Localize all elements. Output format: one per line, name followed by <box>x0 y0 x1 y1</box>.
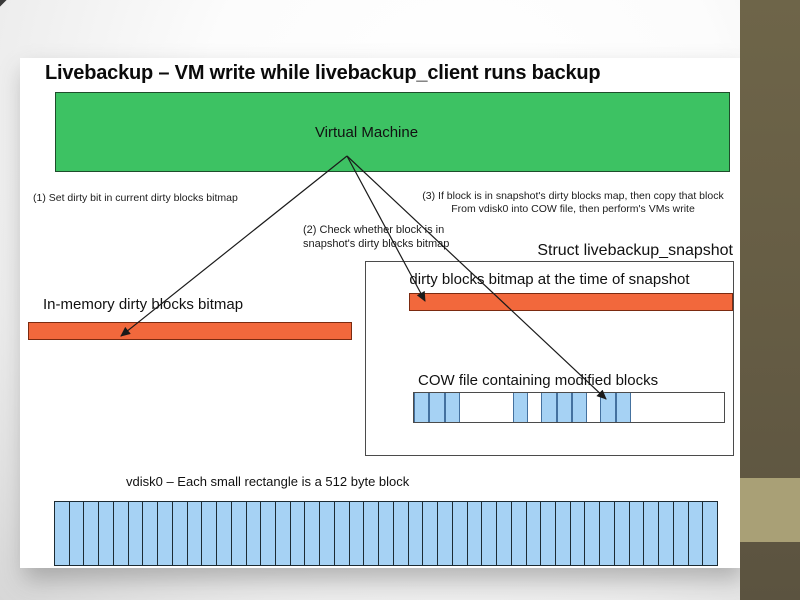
vdisk-block-filled <box>703 502 718 565</box>
cow-block-empty <box>528 393 541 422</box>
cow-block-filled <box>556 393 572 422</box>
vdisk-block-filled <box>629 502 645 565</box>
cow-block-empty <box>658 393 671 422</box>
vdisk-block-filled <box>688 502 704 565</box>
vdisk-block-filled <box>143 502 159 565</box>
cow-block-filled <box>512 393 529 422</box>
right-side-band-accent <box>740 478 800 542</box>
cow-block-empty <box>644 393 657 422</box>
inmemory-bitmap-label: In-memory dirty blocks bitmap <box>43 296 244 313</box>
vdisk-block-filled <box>128 502 144 565</box>
vdisk-block-filled <box>438 502 453 565</box>
cow-block-filled <box>414 393 430 422</box>
cow-block-filled <box>571 393 588 422</box>
vdisk-block-filled <box>497 502 512 565</box>
snapshot-struct-title: Struct livebackup_snapshot <box>537 242 733 259</box>
cow-block-empty <box>500 393 513 422</box>
cow-block-empty <box>460 393 473 422</box>
cow-block-empty <box>631 393 644 422</box>
vdisk-block-filled <box>276 502 291 565</box>
vdisk-block-filled <box>158 502 173 565</box>
cow-block-empty <box>684 393 697 422</box>
cow-block-empty <box>697 393 710 422</box>
vdisk-block-filled <box>408 502 424 565</box>
snapshot-struct-box: dirty blocks bitmap at the time of snaps… <box>365 261 734 456</box>
vdisk-block-filled <box>305 502 321 565</box>
annotation-step2: (2) Check whether block is in snapshot's… <box>303 224 473 252</box>
vdisk-block-filled <box>585 502 601 565</box>
corner-artifact <box>0 0 7 7</box>
virtual-machine-label: Virtual Machine <box>314 123 419 141</box>
vdisk-block-filled <box>423 502 439 565</box>
slide-title: Livebackup – VM write while livebackup_c… <box>45 62 601 84</box>
vdisk-block-filled <box>600 502 615 565</box>
cow-block-empty <box>587 393 600 422</box>
right-side-band <box>740 0 800 600</box>
inmemory-bitmap-bar <box>28 322 352 340</box>
cow-file-bar <box>413 392 725 423</box>
vdisk-block-filled <box>526 502 542 565</box>
vdisk-block-filled <box>349 502 365 565</box>
vdisk-block-filled <box>261 502 277 565</box>
vdisk-block-filled <box>393 502 409 565</box>
snapshot-bitmap-bar <box>409 293 733 311</box>
vdisk-block-filled <box>511 502 527 565</box>
annotation-step3-line1: (3) If block is in snapshot's dirty bloc… <box>422 190 724 202</box>
vdisk-block-filled <box>673 502 689 565</box>
vdisk-label: vdisk0 – Each small rectangle is a 512 b… <box>126 474 410 489</box>
vdisk-block-filled <box>231 502 247 565</box>
vdisk-block-filled <box>172 502 188 565</box>
vdisk-block-filled <box>290 502 306 565</box>
annotation-step3: (3) If block is in snapshot's dirty bloc… <box>408 190 738 216</box>
vdisk-block-filled <box>482 502 498 565</box>
vdisk-block-filled <box>364 502 380 565</box>
cow-block-filled <box>600 393 616 422</box>
vdisk-block-filled <box>246 502 262 565</box>
vdisk-block-filled <box>555 502 571 565</box>
annotation-step1: (1) Set dirty bit in current dirty block… <box>33 192 238 204</box>
virtual-machine-box: Virtual Machine <box>55 92 730 172</box>
vdisk-block-filled <box>55 502 70 565</box>
vdisk-block-filled <box>467 502 483 565</box>
cow-block-filled <box>541 393 557 422</box>
vdisk-block-filled <box>69 502 85 565</box>
vdisk-block-filled <box>570 502 586 565</box>
vdisk-block-filled <box>334 502 350 565</box>
vdisk-block-filled <box>84 502 100 565</box>
cow-file-label: COW file containing modified blocks <box>418 372 659 389</box>
cow-block-empty <box>711 393 724 422</box>
vdisk-block-filled <box>187 502 203 565</box>
vdisk-bar <box>54 501 718 566</box>
annotation-step3-line2: From vdisk0 into COW file, then perform'… <box>451 203 695 216</box>
vdisk-block-filled <box>217 502 232 565</box>
vdisk-block-filled <box>320 502 335 565</box>
presentation-slide: Livebackup – VM write while livebackup_c… <box>20 58 740 568</box>
vdisk-block-filled <box>99 502 114 565</box>
cow-block-filled <box>444 393 460 422</box>
vdisk-block-filled <box>614 502 630 565</box>
annotation-step2-line2: snapshot's dirty blocks bitmap <box>303 237 450 250</box>
cow-block-empty <box>671 393 684 422</box>
vdisk-block-filled <box>452 502 468 565</box>
vdisk-block-filled <box>644 502 660 565</box>
cow-block-filled <box>429 393 445 422</box>
annotation-step2-line1: (2) Check whether block is in <box>303 224 445 236</box>
cow-block-empty <box>473 393 486 422</box>
vdisk-block-filled <box>379 502 394 565</box>
vdisk-block-filled <box>113 502 129 565</box>
vdisk-block-filled <box>659 502 674 565</box>
vdisk-block-filled <box>202 502 218 565</box>
snapshot-bitmap-label: dirty blocks bitmap at the time of snaps… <box>409 271 690 288</box>
cow-block-empty <box>486 393 499 422</box>
vdisk-block-filled <box>541 502 556 565</box>
cow-block-filled <box>615 393 631 422</box>
